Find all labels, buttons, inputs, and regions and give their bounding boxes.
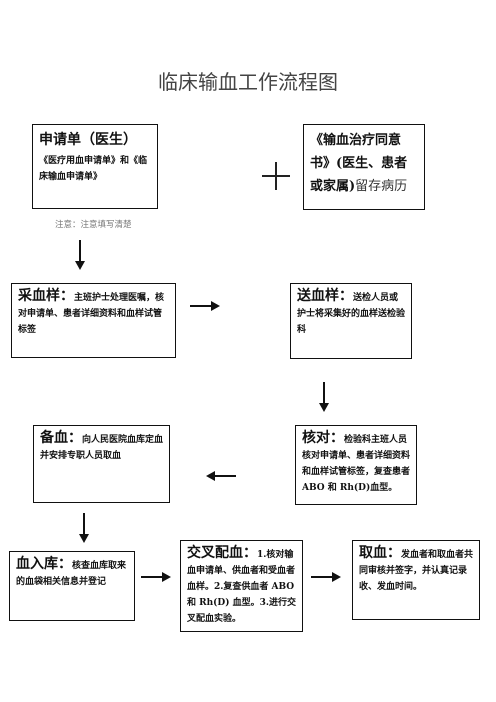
send-sample-box: 送血样：送检人员或护士将采集好的血样送检验科 — [290, 283, 412, 359]
blood-storage-heading: 血入库： — [16, 556, 72, 572]
arrow-down-icon — [319, 382, 329, 412]
fill-note: 注意：注意填写清楚 — [55, 220, 132, 230]
prepare-blood-box: 备血：向人民医院血库定血并安排专职人员取血 — [33, 425, 170, 503]
blood-storage-detail: 核查血库取来的血袋相关信息并登记 — [16, 561, 127, 587]
send-sample-heading: 送血样： — [297, 288, 353, 304]
send-sample-detail: 送检人员或护士将采集好的血样送检验科 — [297, 293, 406, 335]
collect-sample-heading: 采血样： — [18, 288, 74, 304]
crossmatch-heading: 交叉配血： — [187, 545, 257, 561]
arrow-down-icon — [79, 513, 89, 543]
arrow-down-icon — [75, 240, 85, 270]
crossmatch-box: 交叉配血：1.核对输血申请单、供血者和受血者血样。2.复查供血者 ABO 和 R… — [180, 540, 303, 632]
arrow-right-icon — [190, 301, 220, 311]
prepare-blood-heading: 备血： — [40, 430, 82, 446]
consent-form-title: 《输血治疗同意书》(医生、患者或家属) — [310, 133, 408, 194]
verify-box: 核对：检验科主班人员 核对申请单、患者详细资料和血样试管标签，复查患者ABO 和… — [295, 425, 417, 505]
blood-pickup-heading: 取血： — [359, 545, 401, 561]
application-form-detail: 《医疗用血申请单》和《临床输血申请单》 — [39, 156, 148, 182]
prepare-blood-detail: 向人民医院血库定血并安排专职人员取血 — [40, 435, 164, 461]
collect-sample-detail: 主班护士处理医嘱，核对申请单、患者详细资料和血样试管标签 — [18, 293, 165, 335]
blood-storage-box: 血入库：核查血库取来的血袋相关信息并登记 — [9, 551, 135, 621]
arrow-right-icon — [141, 572, 171, 582]
arrow-right-icon — [311, 572, 341, 582]
verify-detail-line2: 核对申请单、患者详细资料和血样试管标签，复查患者ABO 和 Rh(D)血型。 — [302, 451, 411, 493]
collect-sample-box: 采血样：主班护士处理医嘱，核对申请单、患者详细资料和血样试管标签 — [11, 283, 176, 358]
blood-pickup-detail: 发血者和取血者共同审核并签字，并认真记录收、发血时间。 — [359, 550, 474, 592]
blood-pickup-box: 取血：发血者和取血者共同审核并签字，并认真记录收、发血时间。 — [352, 540, 480, 620]
application-form-box: 申请单（医生） 《医疗用血申请单》和《临床输血申请单》 — [32, 124, 158, 209]
plus-icon — [262, 162, 290, 190]
crossmatch-detail: 1.核对输血申请单、供血者和受血者血样。2.复查供血者 ABO 和 Rh(D) … — [187, 550, 297, 624]
application-form-heading: 申请单（医生） — [39, 132, 137, 148]
page-title: 临床输血工作流程图 — [158, 70, 338, 94]
verify-detail-line1: 检验科主班人员 — [344, 435, 408, 445]
consent-form-note: 留存病历 — [355, 179, 408, 194]
arrow-left-icon — [206, 471, 236, 481]
consent-form-box: 《输血治疗同意书》(医生、患者或家属)留存病历 — [303, 124, 425, 210]
verify-heading: 核对： — [302, 430, 344, 446]
